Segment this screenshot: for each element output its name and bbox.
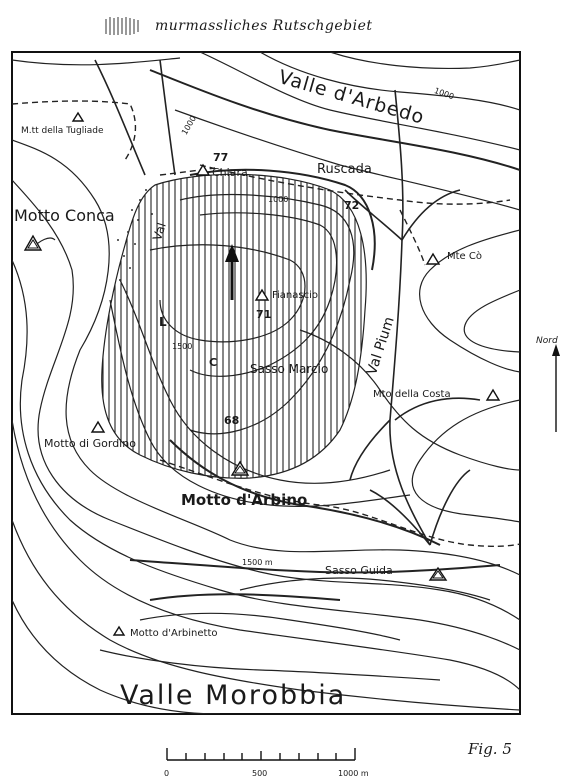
label-71: 71	[256, 308, 272, 321]
summit-icon-gordino	[90, 420, 106, 433]
bold-contours	[129, 69, 520, 601]
label-ruscada: Ruscada	[317, 162, 372, 177]
summit-icon-arbinetto	[112, 625, 126, 636]
landslide-area	[101, 173, 367, 479]
summit-icon-costa	[485, 388, 501, 401]
label-chiara: Chiara	[212, 166, 248, 179]
stipple-edge	[117, 189, 153, 293]
summit-icon-mte-co	[425, 252, 441, 265]
label-valle-morobbia: Valle Morobbia	[120, 680, 347, 711]
streams	[94, 59, 481, 546]
label-arbino: Motto d'Arbino	[181, 491, 308, 509]
elev-1500-a: 1500	[172, 342, 193, 351]
scale-label-0: 0	[164, 769, 170, 778]
label-arbinetto: Motto d'Arbinetto	[130, 628, 218, 639]
label-68: 68	[224, 414, 240, 427]
label-77: 77	[213, 151, 229, 164]
summit-icon-chiara	[195, 163, 211, 176]
legend-label: murmassliches Rutschgebiet	[155, 18, 373, 34]
north-arrowhead	[552, 344, 560, 356]
label-c: C	[209, 356, 218, 369]
summit-icon-fianascio	[254, 288, 270, 301]
legend-hatch-swatch	[105, 17, 139, 35]
label-sasso-guida: Sasso Guida	[325, 564, 393, 577]
summit-icon-tugliade	[71, 111, 85, 122]
label-l: L	[159, 315, 167, 329]
label-gordino: Motto di Gordino	[44, 437, 136, 450]
label-motto-conca: Motto Conca	[14, 206, 115, 225]
north-label: Nord	[536, 336, 558, 346]
label-mte-co: Mte Cò	[447, 251, 482, 262]
map-frame	[11, 51, 521, 715]
label-sasso-marcio: Sasso Marcio	[250, 362, 329, 376]
label-fianascio: Fianascio	[272, 290, 319, 301]
scale-label-1000: 1000 m	[338, 769, 369, 778]
label-tugliade: M.tt della Tugliade	[21, 126, 104, 136]
movement-arrowhead	[225, 244, 239, 262]
elev-1500-b: 1500 m	[242, 558, 273, 567]
figure-label: Fig. 5	[468, 740, 512, 758]
elev-1000-b: 1000	[268, 195, 289, 204]
label-costa: Mto della Costa	[373, 389, 451, 400]
scale-bar	[166, 748, 356, 761]
label-72: 72	[344, 199, 360, 212]
scale-label-500: 500	[252, 769, 268, 778]
